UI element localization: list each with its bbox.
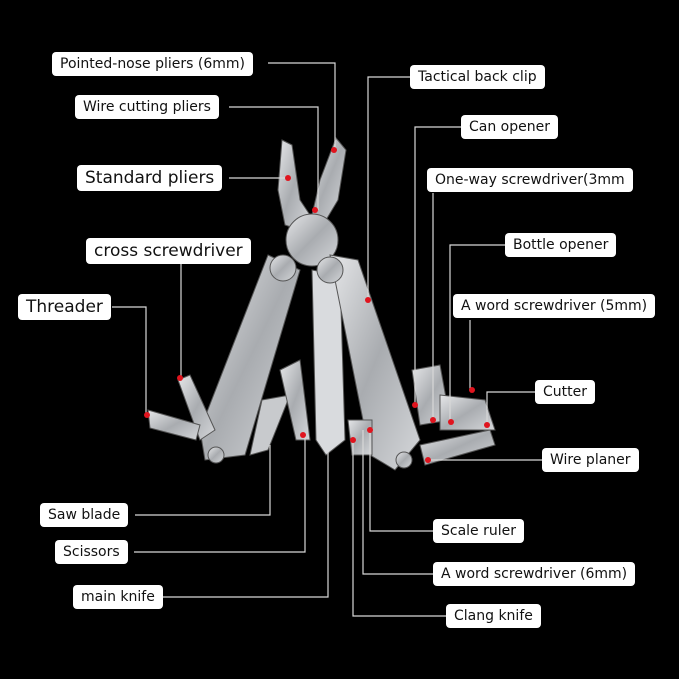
label-standard-pliers: Standard pliers [77, 165, 223, 191]
label-pointed-nose-pliers: Pointed-nose pliers (6mm) [52, 52, 253, 76]
label-clang-knife: Clang knife [446, 604, 541, 628]
label-wire-planer: Wire planer [542, 448, 639, 472]
label-wire-cutting-pliers: Wire cutting pliers [75, 95, 219, 119]
label-scissors: Scissors [55, 540, 128, 564]
label-bottle-opener: Bottle opener [505, 233, 617, 257]
tool-body [147, 137, 496, 471]
label-cutter: Cutter [535, 380, 595, 404]
label-tactical-back-clip: Tactical back clip [410, 65, 545, 89]
label-main-knife: main knife [73, 585, 163, 609]
leader-lines [112, 62, 542, 617]
red-markers [144, 147, 490, 463]
label-can-opener: Can opener [461, 115, 558, 139]
label-cross-screwdriver: cross screwdriver [86, 238, 251, 264]
label-saw-blade: Saw blade [40, 503, 129, 527]
label-one-way-screwdriver: One-way screwdriver(3mm [427, 168, 633, 192]
label-scale-ruler: Scale ruler [433, 519, 525, 543]
label-word-screwdriver-6mm: A word screwdriver (6mm) [433, 562, 636, 586]
label-word-screwdriver-5mm: A word screwdriver (5mm) [453, 294, 656, 318]
label-threader: Threader [18, 294, 111, 320]
